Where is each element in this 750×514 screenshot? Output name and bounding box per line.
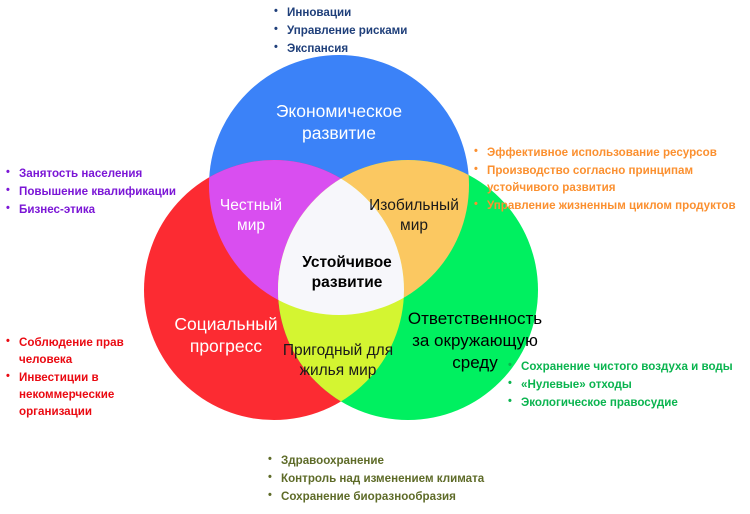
annotation-item-label: Занятость населения [19, 167, 143, 180]
annotation-economic-right: • Эффективное использование ресурсов • Прои… [472, 144, 750, 215]
annotation-list: • Эффективное использование ресурсов • Прои… [472, 144, 750, 214]
bullet-icon: • [6, 202, 10, 215]
annotation-item: • Сохранение биоразнообразия [266, 488, 550, 505]
annotation-list: • Здравоохранение • Контроль над изменением… [266, 452, 550, 505]
bullet-icon: • [6, 370, 10, 383]
annotation-item-label: Инвестиции в некоммерческие организации [19, 371, 115, 419]
annotation-item-label: Экспансия [287, 42, 349, 56]
annotation-item: • Соблюдение прав человека [4, 334, 149, 368]
bullet-icon: • [474, 145, 478, 157]
bullet-icon: • [474, 198, 478, 211]
annotation-item: • Эффективное использование ресурсов [472, 144, 750, 161]
bullet-icon: • [474, 163, 478, 176]
annotation-list: • Сохранение чистого воздуха и воды • «Нуле… [506, 358, 750, 411]
annotation-item: • Инновации [272, 4, 522, 21]
bullet-icon: • [508, 377, 512, 390]
bullet-icon: • [268, 489, 272, 502]
annotation-item: • Контроль над изменением климата [266, 470, 550, 487]
annotation-item-label: Бизнес-этика [19, 203, 96, 217]
bullet-icon: • [508, 395, 512, 408]
annotation-item: • Занятость населения [4, 165, 219, 182]
annotation-list: • Соблюдение прав человека • Инвестиции в н… [4, 334, 149, 420]
annotation-item-label: «Нулевые» отходы [521, 378, 632, 392]
bullet-icon: • [6, 166, 10, 178]
annotation-item: • Бизнес-этика [4, 201, 219, 218]
annotation-item-label: Инновации [287, 6, 352, 19]
annotation-item-label: Экологическое правосудие [521, 396, 678, 410]
bullet-icon: • [268, 453, 272, 465]
annotation-social-upper-left: • Занятость населения • Повышение квалифика… [4, 165, 219, 219]
annotation-bottom: • Здравоохранение • Контроль над изменением… [266, 452, 550, 506]
annotation-item: • Инвестиции в некоммерческие организации [4, 369, 149, 420]
annotation-environment-right: • Сохранение чистого воздуха и воды • «Нуле… [506, 358, 750, 412]
annotation-item: • Сохранение чистого воздуха и воды [506, 358, 750, 375]
annotation-item-label: Управление рисками [287, 24, 408, 38]
annotation-list: • Занятость населения • Повышение квалифика… [4, 165, 219, 218]
annotation-item: • Управление рисками [272, 22, 522, 39]
annotation-item-label: Эффективное использование ресурсов [487, 146, 717, 159]
annotation-social-lower-left: • Соблюдение прав человека • Инвестиции в н… [4, 334, 149, 421]
bullet-icon: • [6, 184, 10, 197]
bullet-icon: • [268, 471, 272, 484]
annotation-item-label: Сохранение чистого воздуха и воды [521, 360, 733, 373]
bullet-icon: • [274, 23, 278, 36]
bullet-icon: • [508, 359, 512, 371]
annotation-economic-top: • Инновации • Управление рисками • Экспансия [272, 4, 522, 58]
annotation-item-label: Управление жизненным циклом продуктов [487, 199, 736, 213]
annotation-item: • Здравоохранение [266, 452, 550, 469]
bullet-icon: • [6, 335, 10, 347]
annotation-item: • «Нулевые» отходы [506, 376, 750, 393]
annotation-item-label: Повышение квалификации [19, 185, 176, 199]
annotation-item-label: Соблюдение прав человека [19, 336, 124, 367]
annotation-item-label: Контроль над изменением климата [281, 472, 485, 486]
bullet-icon: • [274, 41, 278, 54]
annotation-list: • Инновации • Управление рисками • Экспансия [272, 4, 522, 57]
overlap-center [278, 160, 404, 315]
bullet-icon: • [274, 5, 278, 17]
annotation-item: • Производство согласно принципам устойчи… [472, 162, 750, 196]
annotation-item: • Экспансия [272, 40, 522, 57]
annotation-item: • Экологическое правосудие [506, 394, 750, 411]
annotation-item-label: Сохранение биоразнообразия [281, 490, 456, 504]
annotation-item: • Управление жизненным циклом продуктов [472, 197, 750, 214]
annotation-item: • Повышение квалификации [4, 183, 219, 200]
annotation-item-label: Производство согласно принципам устойчив… [487, 164, 694, 195]
annotation-item-label: Здравоохранение [281, 454, 385, 467]
